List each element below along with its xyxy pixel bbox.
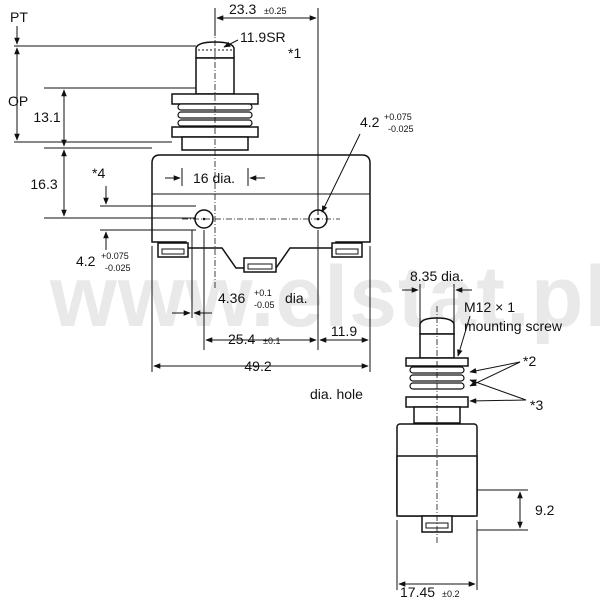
tol-25-4: ±0.1 [263,336,280,346]
dim-4-2-right: 4.2 [360,114,380,130]
tol-4-2-right-lower: -0.025 [388,124,414,134]
note-2: *2 [523,353,536,369]
mounting-screw-label: mounting screw [464,318,563,334]
side-view [396,284,528,590]
dim-4-36-suffix: dia. [285,290,308,306]
dim-9-2: 9.2 [535,502,555,518]
tol-4-36-lower: -0.05 [254,300,275,310]
tol-4-36-upper: +0.1 [254,288,272,298]
dim-25-4: 25.4 [228,331,255,347]
watermark: www.elstat.pl [49,249,600,345]
front-view [14,8,371,372]
dim-16-3: 16.3 [30,176,57,192]
note-4: *4 [92,165,105,181]
dim-4-2-left: 4.2 [76,253,96,269]
note-1: *1 [288,45,301,61]
dim-23-3: 23.3 [229,1,256,17]
label-op: OP [8,93,28,109]
dim-8-35-dia: 8.35 dia. [410,268,464,284]
dia-hole: dia. hole [310,386,363,402]
tol-4-2-left-lower: -0.025 [105,263,131,273]
dim-17-45: 17.45 [400,584,435,600]
label-pt: PT [10,9,28,25]
tol-4-2-left-upper: +0.075 [101,251,129,261]
tol-17-45: ±0.2 [442,589,459,599]
dim-13-1: 13.1 [33,109,60,125]
note-3: *3 [530,397,543,413]
dim-16-dia: 16 dia. [193,170,235,186]
dim-11-9: 11.9 [331,323,357,339]
terminals [157,242,363,273]
dim-49-2: 49.2 [244,358,271,374]
dim-4-36: 4.36 [218,290,245,306]
tol-4-2-right-upper: +0.075 [384,112,412,122]
dim-radius: 11.9SR [240,29,286,45]
tol-23-3: ±0.25 [264,6,286,16]
thread-label: M12 × 1 [464,299,515,315]
